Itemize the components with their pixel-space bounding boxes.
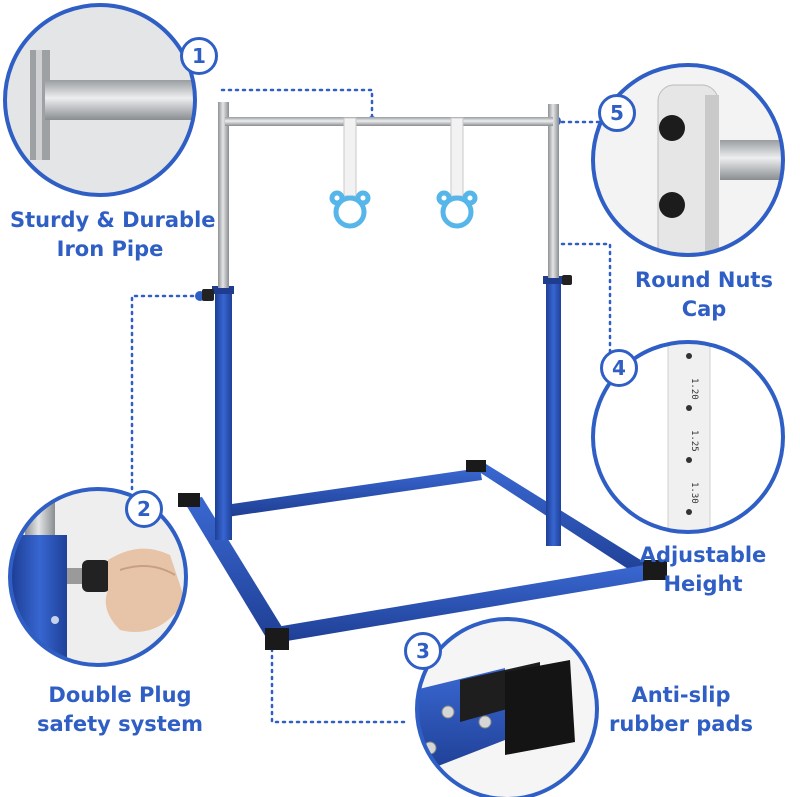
ring-strap-right <box>450 117 464 197</box>
leader-line-1 <box>220 88 374 122</box>
feature-3-line2: rubber pads <box>608 712 754 736</box>
detail-circle-double-plug <box>8 487 188 667</box>
foot-pad-front-right <box>643 560 667 580</box>
height-hole-4 <box>686 509 692 515</box>
upright-silver-left <box>218 102 229 288</box>
ring-left <box>329 190 371 229</box>
base-rail-back <box>225 468 482 517</box>
height-hole-1 <box>686 353 692 359</box>
leader-line-4 <box>553 242 612 357</box>
foot-pad-back-left <box>178 493 200 507</box>
upright-blue-left <box>215 288 232 540</box>
detail-circle-anti-slip-pads <box>415 617 599 797</box>
feature-3-line1: Anti-slip <box>631 683 731 707</box>
height-mark-3: 1.30 <box>689 482 699 504</box>
foot-pad-front-left <box>265 628 289 650</box>
feature-label-4: Adjustable Height <box>608 541 798 599</box>
leader-lines <box>130 88 612 724</box>
feature-label-1: Sturdy & Durable Iron Pipe <box>10 206 216 264</box>
feature-label-2: Double Plug safety system <box>20 681 220 739</box>
feature-4-line1: Adjustable <box>639 543 767 567</box>
height-mark-2: 1.25 <box>689 430 699 452</box>
detail-circle-round-nuts-cap <box>591 63 785 257</box>
base-rail-left <box>183 497 290 644</box>
ring-strap-left <box>343 117 357 197</box>
leader-line-2 <box>130 294 202 492</box>
feature-1-line2: Iron Pipe <box>56 237 164 261</box>
base-rail-right <box>470 464 660 580</box>
detail-circle-iron-pipe <box>3 3 197 197</box>
height-hole-2 <box>686 405 692 411</box>
feature-1-line1: Sturdy & Durable <box>10 208 216 232</box>
badge-4: 4 <box>600 349 638 387</box>
upright-silver-right <box>548 104 559 278</box>
badge-2: 2 <box>125 490 163 528</box>
badge-1: 1 <box>180 37 218 75</box>
badge-5: 5 <box>598 94 636 132</box>
top-bar <box>225 117 553 126</box>
badge-3: 3 <box>404 632 442 670</box>
height-mark-1: 1.20 <box>689 378 699 400</box>
ring-right <box>436 190 478 229</box>
feature-4-line2: Height <box>663 572 743 596</box>
bar-frame <box>178 102 667 650</box>
base-rail-front <box>270 565 650 643</box>
feature-5-line2: Cap <box>681 297 727 321</box>
feature-label-3: Anti-slip rubber pads <box>586 681 776 739</box>
feature-5-line1: Round Nuts <box>635 268 773 292</box>
upright-blue-right <box>546 278 561 546</box>
plug-knob-right <box>562 275 572 285</box>
feature-2-line2: safety system <box>37 712 203 736</box>
feature-label-5: Round Nuts Cap <box>614 266 794 324</box>
plug-knob-left <box>202 289 214 301</box>
height-hole-3 <box>686 457 692 463</box>
foot-pad-back-right <box>466 460 486 472</box>
feature-2-line1: Double Plug <box>48 683 192 707</box>
leader-line-3 <box>270 640 407 724</box>
